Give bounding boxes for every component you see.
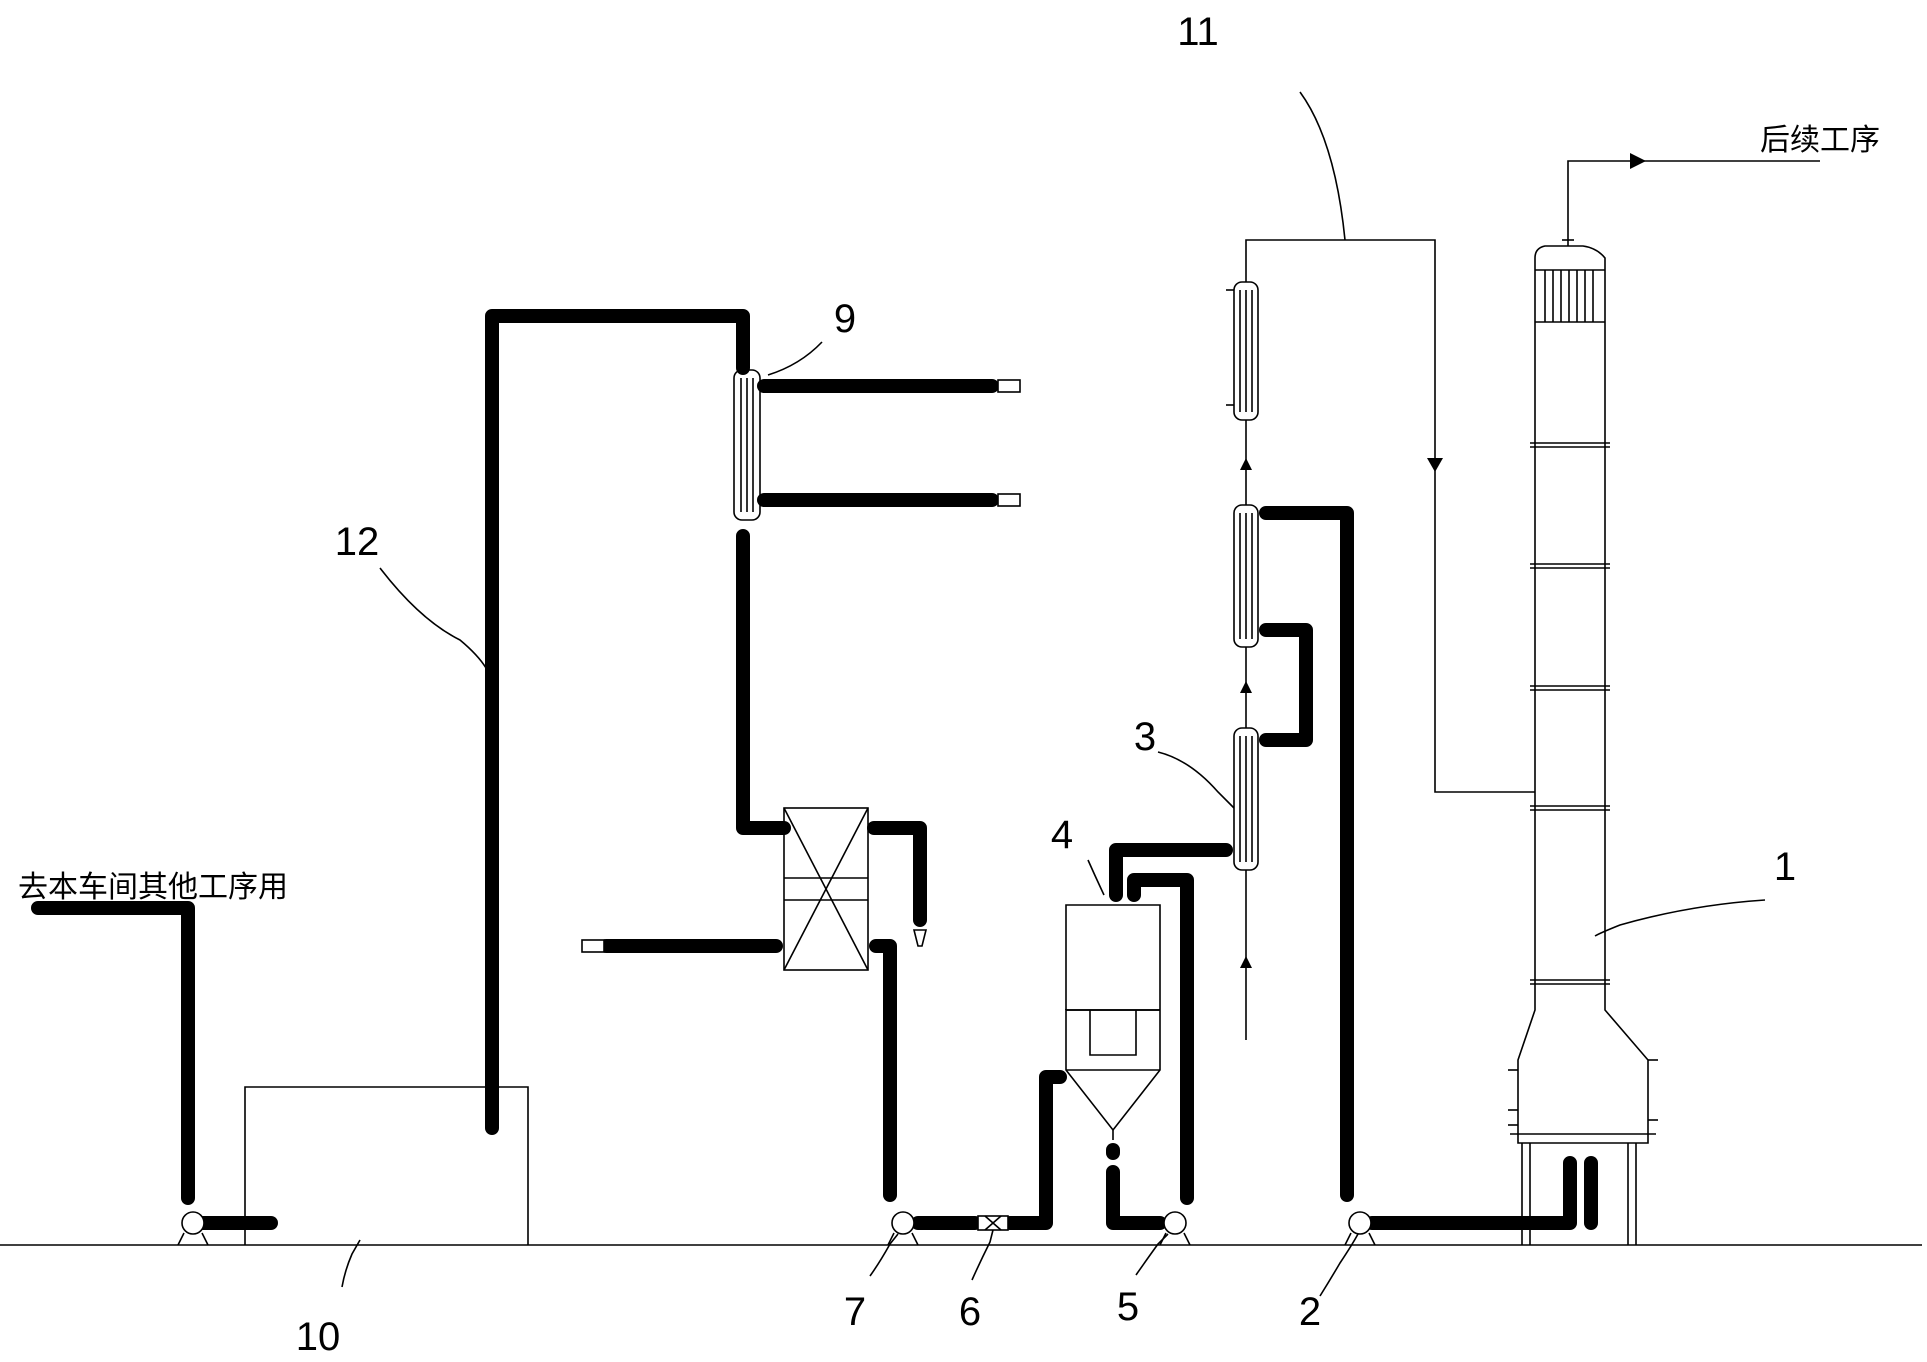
label-2: 2 xyxy=(1299,1290,1321,1334)
pump-2 xyxy=(1344,1211,1376,1246)
heat-exchanger-3 xyxy=(1233,727,1259,871)
label-5: 5 xyxy=(1117,1285,1139,1329)
absorber-box xyxy=(783,807,869,971)
arrow-up-icon xyxy=(1240,956,1252,968)
label-3: 3 xyxy=(1134,715,1156,759)
pump-10-feed xyxy=(177,1211,209,1246)
label-11: 11 xyxy=(1177,10,1219,54)
label-6: 6 xyxy=(959,1290,981,1334)
label-1: 1 xyxy=(1774,845,1796,889)
label-7: 7 xyxy=(844,1290,866,1334)
label-to-subsequent: 后续工序 xyxy=(1760,123,1880,158)
pipes xyxy=(31,309,1598,1230)
label-9: 9 xyxy=(834,297,856,341)
pump-5 xyxy=(1159,1211,1191,1246)
filter-6 xyxy=(977,1215,1009,1231)
arrow-up-icon xyxy=(1240,681,1252,693)
reflux-line-11 xyxy=(1245,239,1535,793)
arrow-up-icon xyxy=(1240,458,1252,470)
arrow-to-subsequent-icon xyxy=(1630,153,1646,169)
label-10: 10 xyxy=(296,1315,341,1359)
column-1 xyxy=(1508,153,1820,1245)
arrow-down-icon xyxy=(1427,458,1443,472)
heat-exchanger-top xyxy=(1226,268,1259,421)
separator-4 xyxy=(1065,904,1161,1140)
label-to-other-processes: 去本车间其他工序用 xyxy=(18,870,288,905)
label-4: 4 xyxy=(1051,813,1073,857)
nozzle-stubs xyxy=(581,379,1021,953)
heat-exchanger-9 xyxy=(733,369,761,521)
heat-exchanger-middle xyxy=(1233,504,1259,648)
tank-10 xyxy=(244,1086,529,1245)
leader-lines xyxy=(341,91,1766,1297)
pump-7 xyxy=(887,1211,919,1246)
label-12: 12 xyxy=(335,520,380,564)
